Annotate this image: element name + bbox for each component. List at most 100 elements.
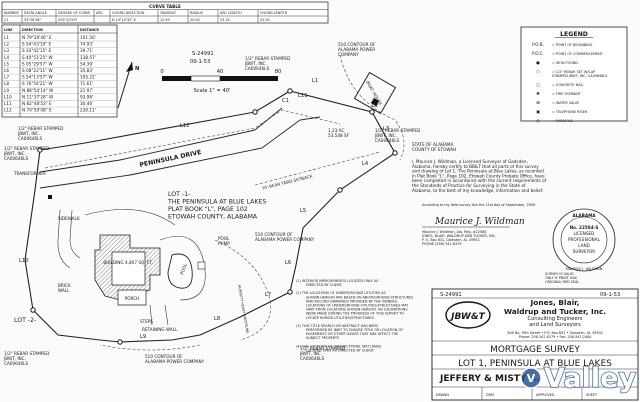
curve-table: CURVE TABLE NUMBER DELTA ANGLE DEGREE OF C…	[1, 1, 329, 24]
line-cell: L11	[4, 101, 12, 106]
setback-label: 70' REAR YARD SETBACK	[261, 173, 313, 191]
legend-symbol-6: ⊠	[536, 100, 540, 105]
legend-symbol-7: ▣	[536, 109, 540, 114]
retaining-wall-label: RETAINING WALL	[142, 327, 178, 332]
svg-text:N: N	[135, 66, 139, 72]
legend-text-4: = CONCRETE NAIL	[552, 83, 584, 87]
line-label-L8: L8	[214, 316, 220, 322]
line-cell: 21.97'	[80, 88, 93, 93]
curve-header-1: DELTA ANGLE	[24, 11, 47, 15]
line-cell: L5	[4, 61, 9, 66]
line-cell: S 05°29'57" W	[22, 61, 53, 66]
line-label-L9: L9	[140, 334, 146, 340]
line-cell: 74.93'	[80, 42, 93, 47]
line-cell: L1	[4, 35, 9, 40]
curve-header-8: CHORD LENGTH	[260, 11, 288, 15]
curve-cell: 53°28'38"	[24, 18, 42, 22]
firm-address: 306 No. Fifth Street • P.O. Box 831 • Ga…	[507, 331, 603, 339]
line-cell: L8	[4, 81, 9, 86]
peninsula-drive-label: PENINSULA DRIVE	[139, 149, 202, 169]
line-cell: 230.11'	[80, 108, 96, 113]
survey-name: LOT 1, PENINSULA AT BLUE LAKES	[458, 359, 612, 369]
signature: Maurice J. Wildman	[434, 217, 525, 227]
line-cell: L10	[4, 94, 12, 99]
note-2: (2) THE LOCATIONS OF UNDERGROUND UTILITI…	[296, 291, 413, 320]
legend-symbol-3: ○	[536, 69, 540, 74]
curve-header-2: DEGREE OF CURVE	[58, 11, 90, 15]
curve-table-title: CURVE TABLE	[149, 4, 181, 9]
seal-line-3: LAND	[578, 243, 590, 248]
note-1: (1) INTERIOR IMPROVEMENTS LOCATED ONLY A…	[296, 279, 378, 287]
survey-markers	[30, 88, 398, 345]
scale-date: 09-1-53	[190, 59, 210, 65]
line-cell: S 40°51'25" W	[22, 55, 53, 60]
legend-text-0: = POINT OF BEGINNING	[552, 43, 593, 47]
waterline-label: HUMIDITY HEAVY WATERLINE	[237, 284, 250, 333]
curve-header-7: ARC LENGTH	[220, 11, 242, 15]
scale-tick-40: 40	[217, 69, 224, 75]
line-label-L4: L4	[362, 161, 369, 167]
scale-tick-0: 0	[160, 69, 163, 75]
legend-text-6: = WATER VALVE	[552, 101, 579, 105]
peninsula-drive: PENINSULA DRIVE	[39, 107, 321, 189]
legend-symbol-0: P.O.B.	[532, 42, 544, 47]
legend-text-7: = TELEPHONE RISER	[552, 110, 588, 114]
legend-text-2: = IRON FOUND	[552, 61, 578, 65]
seal-line-2: PROFESSIONAL	[568, 237, 601, 242]
scale-ref: S-24991	[192, 51, 214, 57]
line-cell: 105.22'	[80, 75, 96, 80]
line-cell: L6	[4, 68, 9, 73]
line-cell: N 11°37'28" W	[22, 94, 53, 99]
curve-header-6: RADIUS	[190, 11, 203, 15]
line-cell: L12	[4, 108, 12, 113]
line-cell: L7	[4, 75, 9, 80]
driveway	[57, 209, 176, 326]
legend-symbol-8: ◎	[536, 118, 540, 123]
legend-symbol-5: ✱	[536, 91, 540, 96]
scale-bar: S-24991 09-1-53 0 40 80 Scale 1" = 40'	[160, 51, 281, 94]
legend-title: LEGEND	[560, 31, 588, 38]
line-cell: N 82°48'53" E	[22, 101, 52, 106]
curve-cell: 229°10'59"	[58, 18, 78, 22]
curve-header-0: NUMBER	[4, 11, 19, 15]
line-cell: S 76°54'21" W	[22, 81, 53, 86]
title-ref: S-24991	[440, 292, 462, 298]
line-cell: L3	[4, 48, 9, 53]
line-cell: 54.39'	[80, 61, 93, 66]
curve-cell: 23.33	[220, 18, 230, 22]
line-cell: N 79°29'46" E	[22, 35, 52, 40]
line-cell: 35.83'	[80, 68, 93, 73]
curve-header-3: ARC	[96, 11, 104, 15]
curve-cell: 12.59	[160, 18, 170, 22]
firm-name: Jones, Blair,Waldrup and Tucker, Inc.	[504, 298, 607, 316]
line-label-L11: L11	[298, 93, 308, 99]
notes: (1) INTERIOR IMPROVEMENTS LOCATED ONLY A…	[296, 279, 413, 352]
line-cell: S 08°22'11" W	[22, 68, 53, 73]
curve-label-C1: C1	[282, 98, 289, 104]
line-label-L2: L2	[372, 103, 378, 109]
curve-cell: N 19°15'32" E	[112, 18, 136, 22]
curve-header-4: CHORD DIRECTION	[112, 11, 145, 15]
legend-text-5: = FIRE HYDRANT	[552, 92, 582, 96]
note-4: (4) THE LOCATION OF JURISDICTIONAL WETLA…	[296, 344, 381, 352]
line-cell: 101.50'	[80, 35, 96, 40]
lot2-label: LOT -2-	[14, 317, 36, 324]
line-label-L7: L7	[265, 292, 271, 298]
building-label: BUILDING 4,807 SQ. FT.	[103, 260, 152, 265]
line-label-L1: L1	[312, 78, 318, 84]
legend: LEGEND P.O.B.= POINT OF BEGINNINGP.O.C.=…	[520, 26, 628, 123]
curve-cell: 25.00	[190, 18, 200, 22]
line-header-0: LINE	[4, 28, 13, 32]
line-header-1: DIRECTION	[22, 28, 43, 32]
line-cell: N 70°59'08" E	[22, 108, 52, 113]
